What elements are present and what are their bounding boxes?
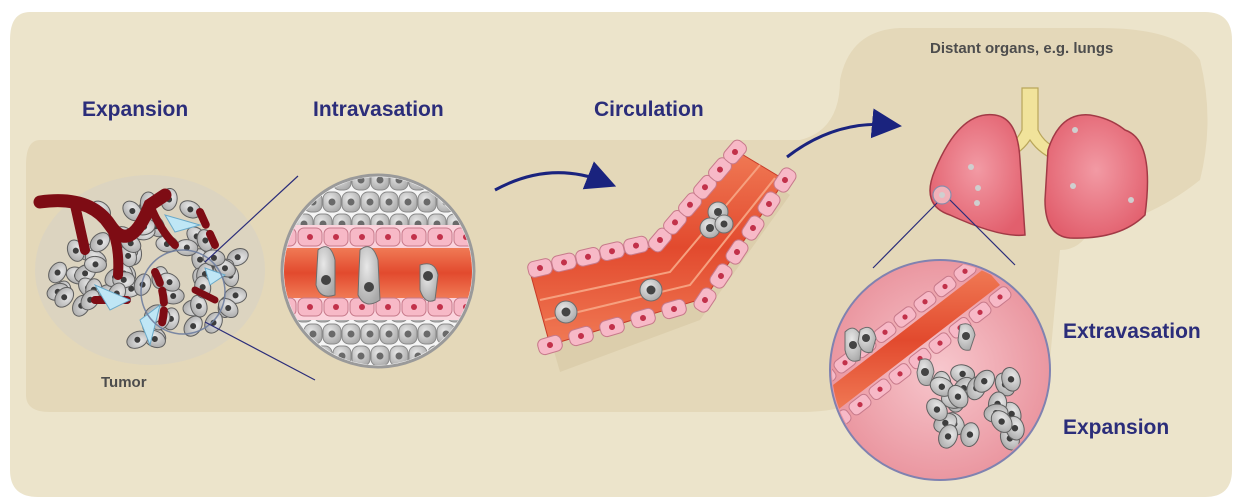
label-intravasation: Intravasation <box>313 98 444 121</box>
label-expansion-secondary: Expansion <box>1063 416 1169 439</box>
label-tumor: Tumor <box>101 374 147 391</box>
label-distant-organs: Distant organs, e.g. lungs <box>930 40 1113 57</box>
label-extravasation: Extravasation <box>1063 320 1201 343</box>
tumor-mass <box>35 175 265 365</box>
label-circulation: Circulation <box>594 98 704 121</box>
label-expansion: Expansion <box>82 98 188 121</box>
